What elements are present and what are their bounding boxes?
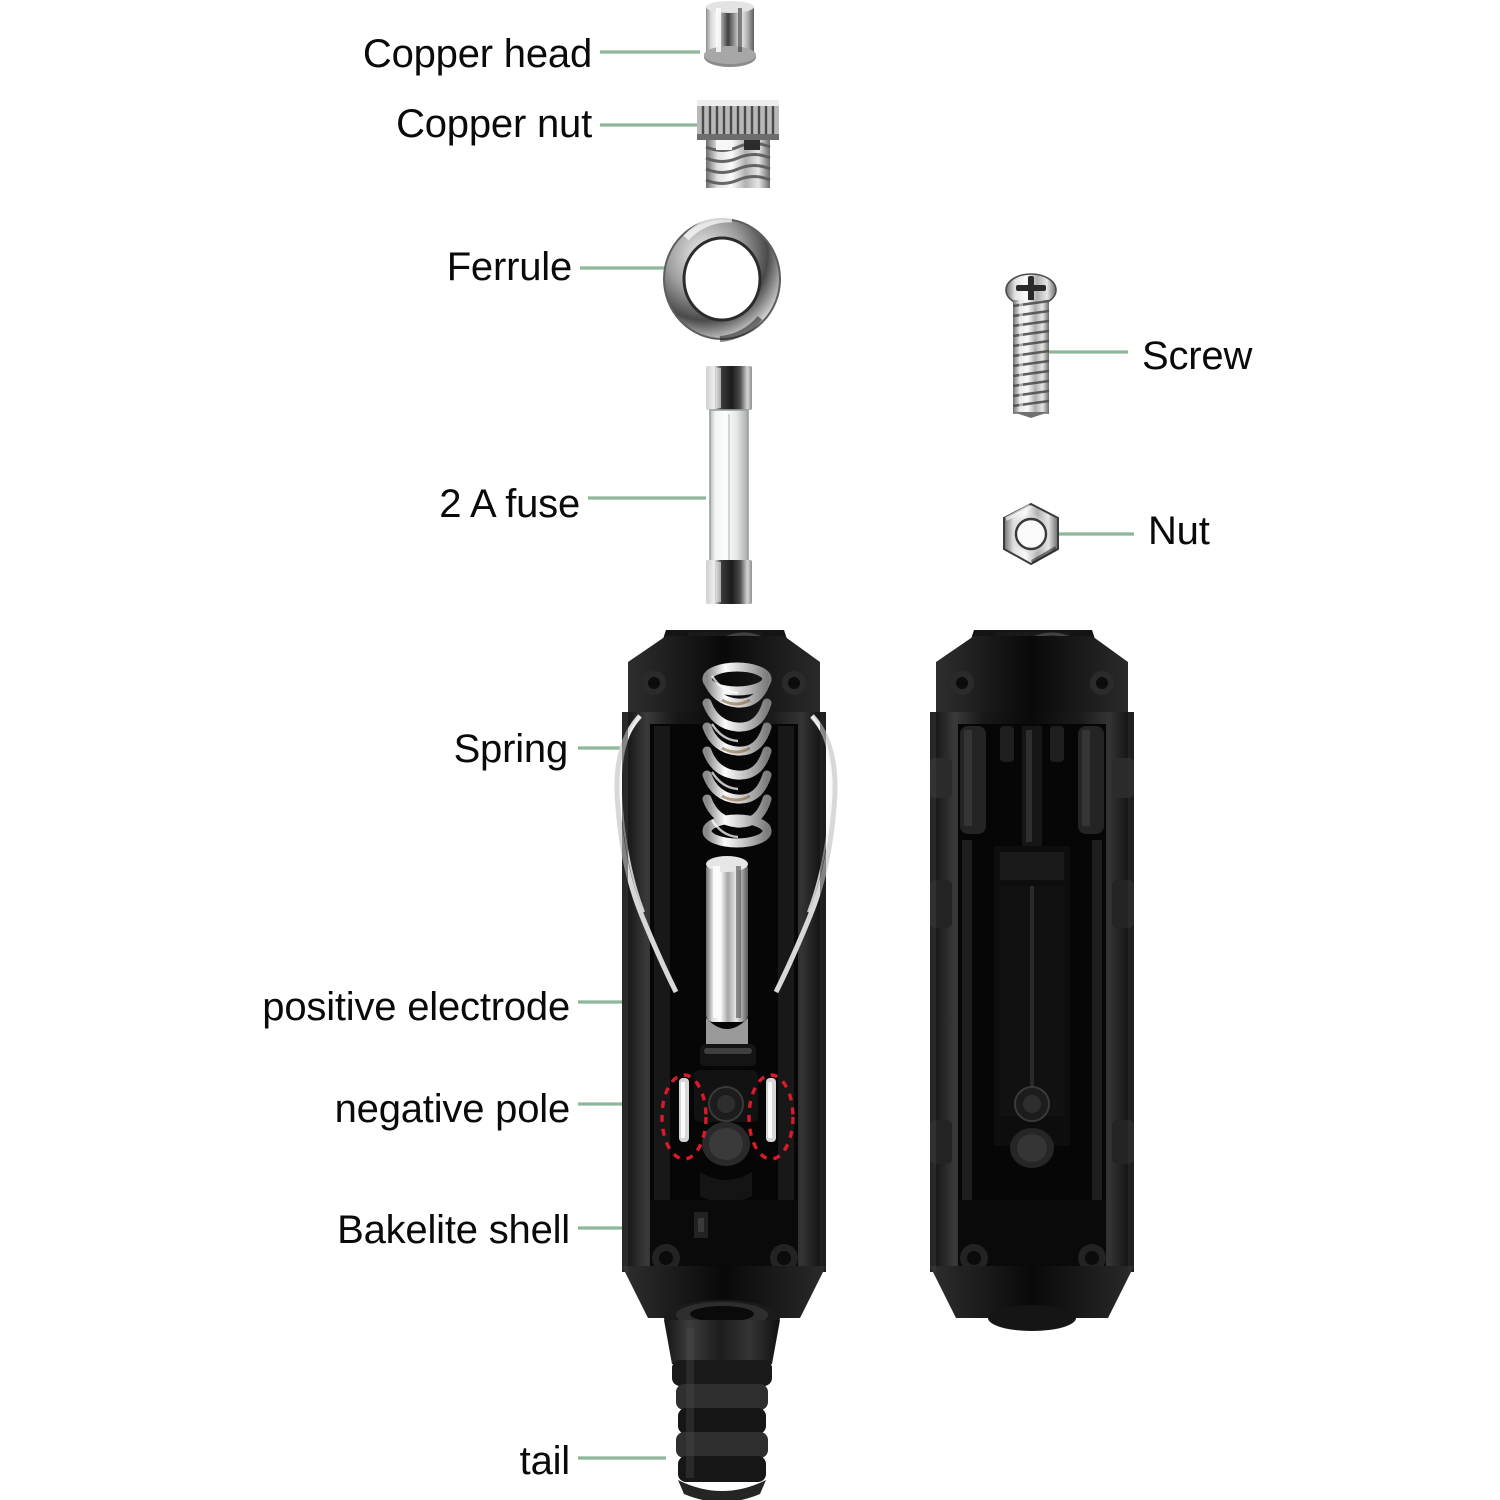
label-bakelite-shell: Bakelite shell <box>337 1208 570 1252</box>
label-copper-nut: Copper nut <box>396 102 592 146</box>
label-positive-electrode: positive electrode <box>262 985 570 1029</box>
label-nut: Nut <box>1148 509 1210 553</box>
label-negative-pole: negative pole <box>334 1087 571 1131</box>
label-ferrule: Ferrule <box>446 245 573 289</box>
label-tail: tail <box>519 1439 571 1483</box>
label-fuse: 2 A fuse <box>439 482 580 526</box>
label-spring: Spring <box>453 727 569 771</box>
label-screw: Screw <box>1142 334 1253 378</box>
label-copper-head: Copper head <box>362 32 592 76</box>
